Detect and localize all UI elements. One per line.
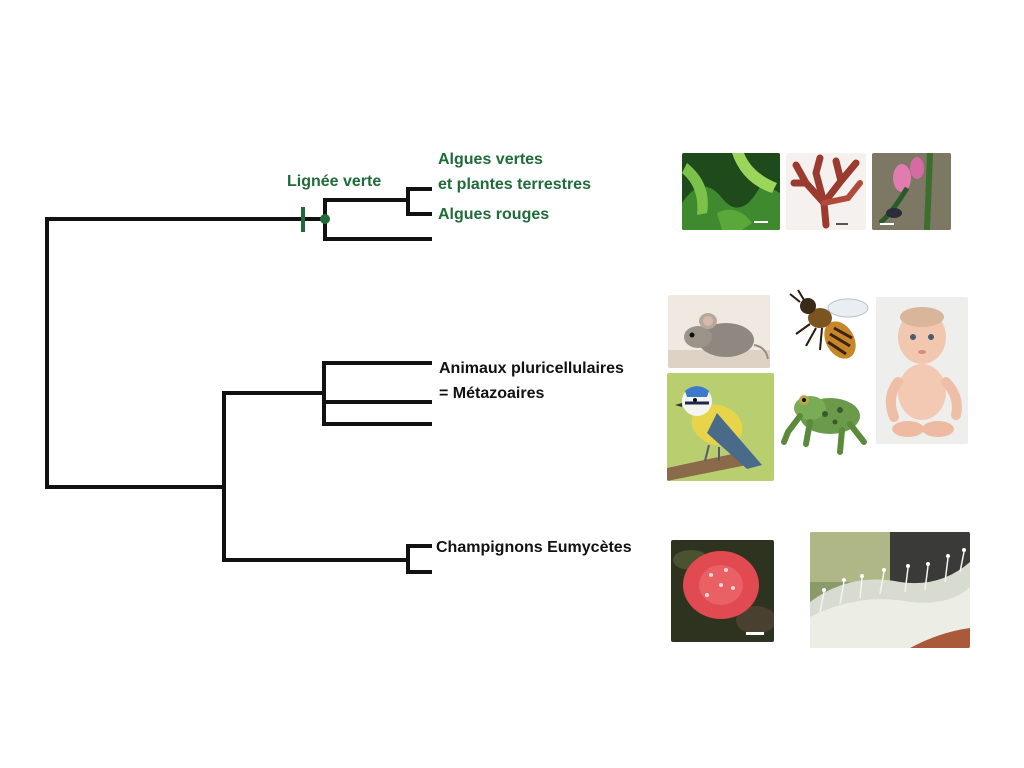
red-alga-photo — [786, 153, 866, 230]
fly-agaric-photo — [671, 540, 774, 642]
moss-flower-photo — [872, 153, 951, 230]
label-algues-vertes-line2: et plantes terrestres — [438, 176, 591, 193]
tree-branches — [45, 187, 432, 574]
mouse-photo — [668, 295, 770, 368]
frog-photo — [780, 376, 870, 460]
green-alga-photo — [682, 153, 780, 230]
lignee-verte-node — [320, 214, 330, 224]
bee-photo — [780, 288, 872, 368]
mould-photo — [810, 532, 970, 648]
label-animaux-line1: Animaux pluricellulaires — [439, 360, 624, 377]
label-algues-rouges: Algues rouges — [438, 206, 550, 223]
label-lignee-verte: Lignée verte — [287, 173, 382, 190]
baby-photo — [876, 297, 968, 444]
label-champignons: Champignons Eumycètes — [436, 539, 632, 556]
blue-tit-photo — [667, 373, 774, 481]
label-animaux-line2: = Métazoaires — [439, 385, 545, 402]
label-algues-vertes-line1: Algues vertes — [438, 151, 543, 168]
